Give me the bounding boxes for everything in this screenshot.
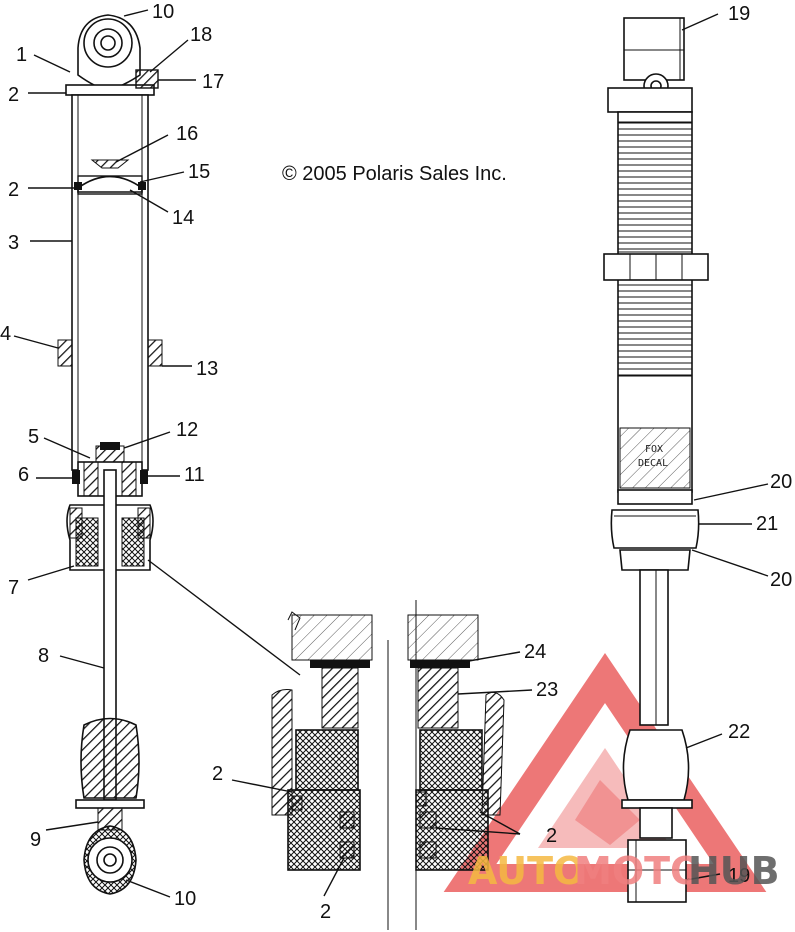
- bottom-out-bumper: [80, 717, 140, 799]
- bumper: [622, 729, 690, 801]
- callout-10-top: 10: [152, 1, 174, 23]
- shaft: [639, 569, 669, 726]
- copyright-notice: © 2005 Polaris Sales Inc.: [282, 163, 507, 185]
- callout-10-bottom: 10: [174, 888, 196, 910]
- spring-clamp-left: [57, 339, 73, 367]
- callout-14: 14: [172, 207, 194, 229]
- callout-17: 17: [202, 71, 224, 93]
- callout-8: 8: [38, 645, 49, 667]
- callout-7: 7: [8, 577, 19, 599]
- watermark-text: AUTO MOTO HUB: [468, 849, 780, 893]
- decal-label-line2: DECAL: [638, 458, 668, 469]
- callout-13: 13: [196, 358, 218, 380]
- fox-decal: [619, 427, 691, 489]
- callout-24: 24: [524, 641, 546, 663]
- callout-20-top: 20: [770, 471, 792, 493]
- detail-right-half: [407, 614, 505, 871]
- spring-clamp-right: [147, 339, 163, 367]
- decal-label-line1: FOX: [645, 444, 663, 455]
- left-shock-assembly: [57, 14, 163, 895]
- watermark-auto: AUTO: [468, 849, 585, 893]
- callout-19-bottom: 19: [728, 865, 750, 887]
- bottom-mount-bushing: [627, 839, 687, 903]
- seal-head-detail-view: [147, 559, 505, 930]
- callout-19-top: 19: [728, 3, 750, 25]
- callout-2-detail-bottom: 2: [320, 901, 331, 923]
- callout-2-piston: 2: [8, 179, 19, 201]
- callout-20-bottom: 20: [770, 569, 792, 591]
- callout-18: 18: [190, 24, 212, 46]
- callout-1: 1: [16, 44, 27, 66]
- seal-head-cap: [610, 509, 700, 549]
- detail-left-half: [271, 611, 373, 871]
- callout-2-detail-right: 2: [546, 825, 557, 847]
- shock-body-tube: [71, 94, 149, 471]
- watermark-moto: MOTO: [574, 849, 702, 893]
- bottom-eyelet: [83, 825, 137, 895]
- right-shock-assembly: [603, 17, 709, 903]
- callout-6: 6: [18, 464, 29, 486]
- callout-12: 12: [176, 419, 198, 441]
- watermark-hub: HUB: [688, 849, 780, 893]
- callout-2-detail-left: 2: [212, 763, 223, 785]
- callout-3: 3: [8, 232, 19, 254]
- callout-4: 4: [0, 323, 11, 345]
- watermark-logo: [443, 652, 767, 892]
- callout-23: 23: [536, 679, 558, 701]
- coil-spring-upper: [617, 121, 693, 253]
- top-eyelet: [65, 14, 159, 96]
- callout-21: 21: [756, 513, 778, 535]
- top-mount-bushing: [623, 17, 685, 81]
- floating-piston: [74, 159, 146, 195]
- coil-spring-lower: [617, 279, 693, 377]
- callout-9: 9: [30, 829, 41, 851]
- callout-16: 16: [176, 123, 198, 145]
- callout-11: 11: [184, 464, 205, 486]
- leader-lines: [13, 9, 769, 898]
- callout-2-top: 2: [8, 84, 19, 106]
- callout-22: 22: [728, 721, 750, 743]
- callout-5: 5: [28, 426, 39, 448]
- callout-15: 15: [188, 161, 210, 183]
